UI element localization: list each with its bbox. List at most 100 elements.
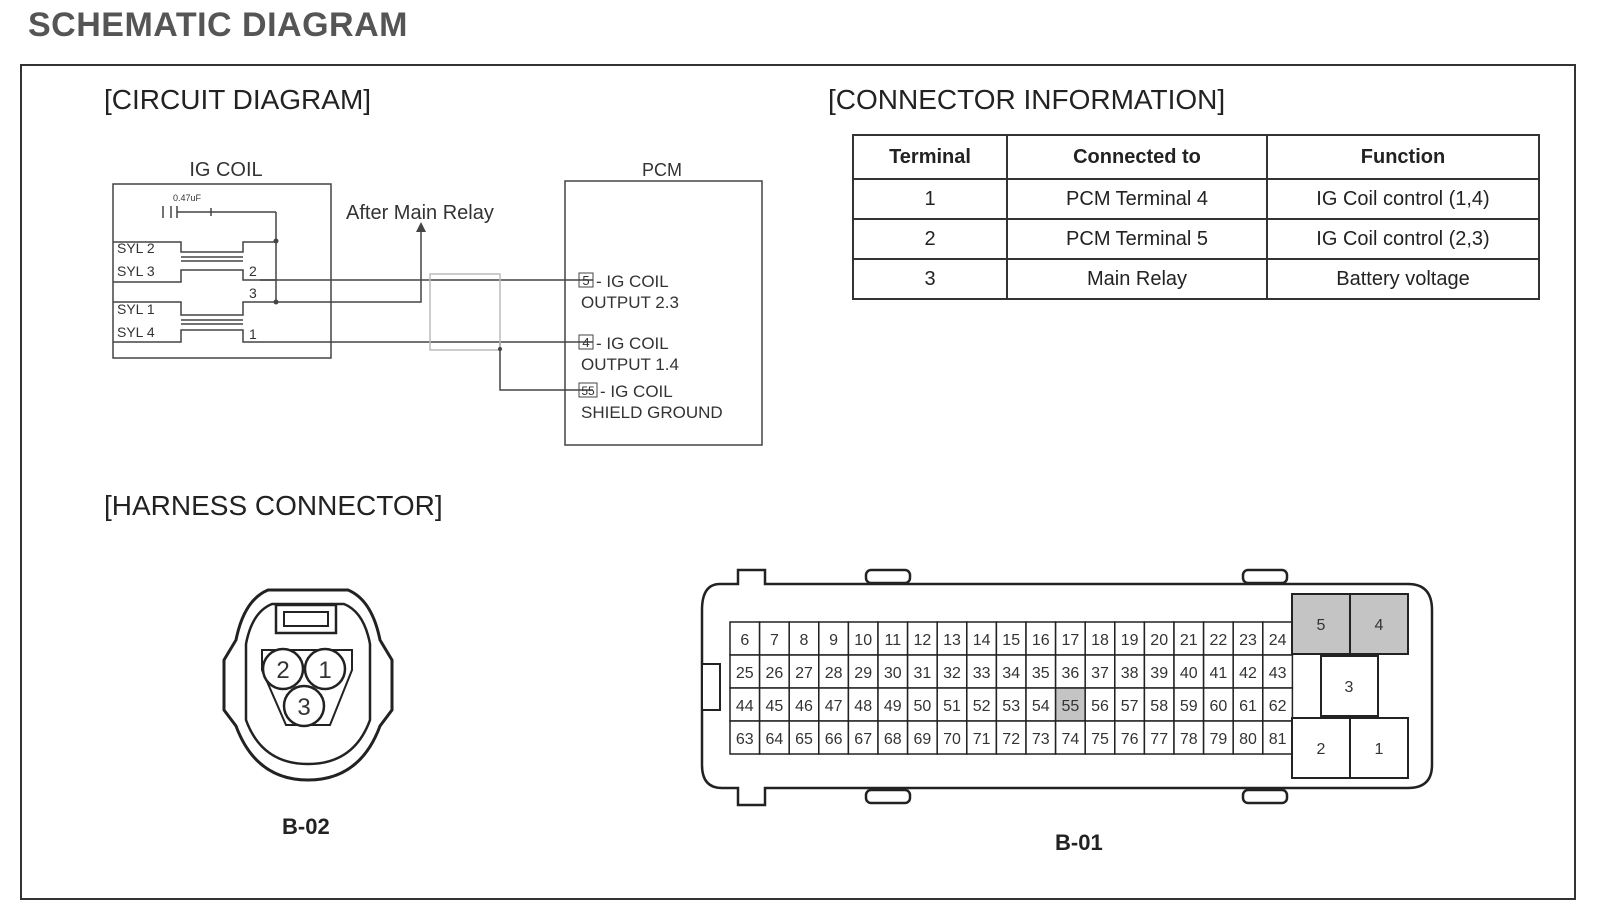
header-terminal: Terminal: [852, 134, 1008, 180]
b01-pin-number: 28: [825, 665, 843, 682]
page-title: SCHEMATIC DIAGRAM: [28, 6, 408, 44]
pcm-wires: [260, 279, 593, 391]
b01-pin-cell: [758, 654, 790, 689]
b01-pin-number: 43: [1269, 665, 1287, 682]
b01-power-pin-5: 5: [1317, 617, 1326, 634]
b01-pin-number: 7: [770, 632, 779, 649]
b01-pin-cell: [1114, 720, 1146, 755]
b02-inner-wall: [244, 602, 372, 766]
b01-pin-cell: [1232, 720, 1264, 755]
coil-label-syl3: SYL 3: [117, 263, 155, 279]
pcm-pin-box: [578, 382, 598, 398]
pcm-label: PCM: [642, 160, 682, 180]
b01-latch: [864, 568, 912, 585]
table-cell: Main Relay: [1006, 258, 1268, 300]
table-row: 1 PCM Terminal 4 IG Coil control (1,4): [852, 178, 1540, 220]
b01-pin-number: 31: [914, 665, 932, 682]
b01-pin-number: 45: [766, 698, 784, 715]
b01-pin-cell: [877, 621, 909, 656]
b01-pin-cell: [729, 720, 761, 755]
b01-pin-cell: [995, 654, 1027, 689]
circuit-diagram-title: [CIRCUIT DIAGRAM]: [104, 84, 372, 115]
b02-pin-2: 2: [276, 657, 289, 684]
b01-pin-cell: [1202, 720, 1234, 755]
b01-pin-cell: [906, 720, 938, 755]
b01-pin-number: 60: [1210, 698, 1228, 715]
b01-power-pin-4: 4: [1375, 617, 1384, 634]
b01-pin-number: 26: [766, 665, 784, 682]
b02-lock-tab: [274, 603, 338, 635]
b02-pin-1: 1: [318, 657, 331, 684]
b01-pin-number: 13: [943, 632, 961, 649]
b01-pin-cell: [995, 720, 1027, 755]
b01-pin-cell: [1262, 687, 1294, 722]
capacitor-symbol: [162, 206, 277, 302]
b01-pin-cell: [1054, 720, 1086, 755]
arrow-up-icon: [416, 222, 426, 232]
b01-pin-number: 63: [736, 731, 754, 748]
table-cell: IG Coil control (1,4): [1266, 178, 1540, 220]
b01-pin-cell: [847, 720, 879, 755]
b01-pin-number: 9: [829, 632, 838, 649]
b01-pin-number: 22: [1210, 632, 1228, 649]
pcm-pin-4-line2: OUTPUT 1.4: [581, 355, 679, 374]
b01-pin-cell: [1173, 687, 1205, 722]
b01-power-pin: [1291, 593, 1351, 655]
b01-pin-number: 19: [1121, 632, 1139, 649]
b01-pin-cell: [1143, 720, 1175, 755]
coil-label-syl1: SYL 1: [117, 301, 155, 317]
b01-pin-number: 33: [973, 665, 991, 682]
b01-pin-number: 50: [914, 698, 932, 715]
pcm-pin-5-line2: OUTPUT 2.3: [581, 293, 679, 312]
b01-pin-number: 17: [1062, 632, 1080, 649]
b01-pin-number: 69: [914, 731, 932, 748]
pcm-pin-4-num: 4: [582, 335, 589, 350]
b01-pin-number: 18: [1091, 632, 1109, 649]
b01-pin-number: 30: [884, 665, 902, 682]
b01-pin-number: 67: [854, 731, 872, 748]
b01-pin-cell: [936, 720, 968, 755]
diagram-frame: [20, 64, 1576, 900]
ig-coil-box: [112, 183, 332, 359]
pcm-pin-box: [578, 272, 594, 288]
coil-windings: [113, 241, 276, 343]
b01-pin-number: 54: [1032, 698, 1050, 715]
b01-latch: [864, 788, 912, 805]
table-cell: PCM Terminal 5: [1006, 218, 1268, 260]
b01-pin-cell: [729, 687, 761, 722]
b01-pin-number: 52: [973, 698, 991, 715]
b01-pin-number: 37: [1091, 665, 1109, 682]
b01-pin-cell: [758, 720, 790, 755]
table-cell: 2: [852, 218, 1008, 260]
relay-feed-wire: [276, 228, 422, 303]
b01-power-pin-2: 2: [1317, 741, 1326, 758]
b01-pin-number: 25: [736, 665, 754, 682]
b01-pin-number: 24: [1269, 632, 1287, 649]
b01-pin-cell: [995, 687, 1027, 722]
b01-pin-number: 32: [943, 665, 961, 682]
b01-pin-number: 70: [943, 731, 961, 748]
b01-latch: [1241, 788, 1289, 805]
b01-pin-cell: [758, 621, 790, 656]
coil-label-syl2: SYL 2: [117, 240, 155, 256]
b01-power-pin: [1349, 717, 1409, 779]
b01-pin-number: 38: [1121, 665, 1139, 682]
pcm-pin-5-line1: - IG COIL: [596, 272, 669, 291]
b01-pin-cell: [936, 687, 968, 722]
b01-pin-number: 71: [973, 731, 991, 748]
b01-power-pin: [1320, 655, 1379, 717]
b01-pin-cell: [1084, 621, 1116, 656]
b01-pin-number: 42: [1239, 665, 1257, 682]
b02-pin-3: 3: [297, 694, 310, 721]
b01-pin-number: 6: [740, 632, 749, 649]
coil-terminal-1: 1: [249, 326, 257, 342]
b01-pin-number: 72: [1002, 731, 1020, 748]
b01-pin-cell: [1025, 621, 1057, 656]
b01-pin-cell: [1114, 621, 1146, 656]
b01-pin-number: 51: [943, 698, 961, 715]
b01-power-pin: [1291, 717, 1351, 779]
b01-pin-number: 10: [854, 632, 872, 649]
table-row: 2 PCM Terminal 5 IG Coil control (2,3): [852, 218, 1540, 260]
b01-pin-number: 73: [1032, 731, 1050, 748]
